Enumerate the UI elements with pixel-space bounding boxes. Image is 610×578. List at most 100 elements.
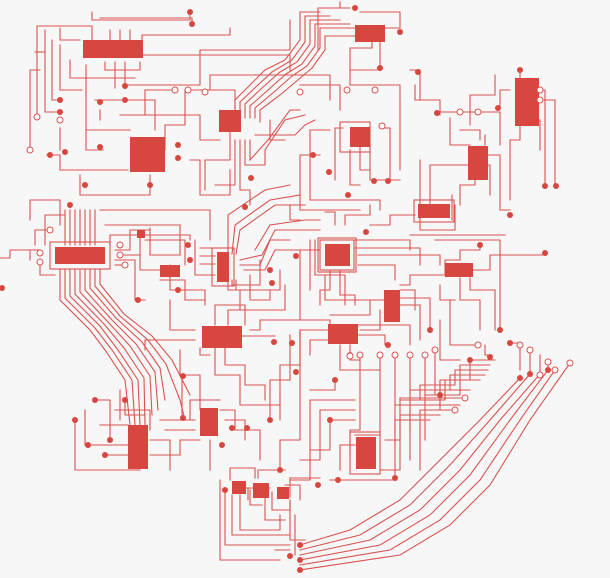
trace [139,237,161,271]
pad [97,99,103,105]
pad-open [544,358,552,366]
pad [189,21,195,27]
pad [132,457,138,463]
chip [328,324,358,344]
trace [469,277,496,331]
trace [239,239,291,266]
trace [419,204,456,231]
pad-open [536,86,544,94]
pad [335,477,341,483]
pad [332,377,338,383]
trace [219,479,281,561]
pad [222,487,228,493]
trace [64,269,136,426]
trace [46,154,129,171]
pad [495,105,501,111]
chip [418,204,450,218]
circuit-traces [0,1,571,571]
trace [269,119,286,141]
trace [357,324,411,346]
pad-open [343,86,351,94]
trace [309,339,331,356]
pad-open [431,346,439,354]
pad [242,204,248,210]
pad [507,340,513,346]
trace [459,277,481,331]
chip [130,137,165,172]
pad-open [566,359,574,367]
pad [102,452,108,458]
pad [187,9,193,15]
trace [239,139,251,206]
trace [144,339,196,351]
chip-frame [211,247,235,287]
pad [434,110,440,116]
trace [434,239,501,331]
chip-frame [319,239,355,271]
pad [293,253,299,259]
trace [227,284,286,326]
chip [232,481,246,494]
trace [357,254,441,266]
pad [467,357,473,363]
trace [169,299,196,331]
chip [355,25,385,42]
trace [179,349,201,411]
trace [449,299,481,346]
chip [253,483,269,498]
trace [69,59,136,79]
pad [545,367,551,373]
trace [359,309,381,331]
pad [187,257,193,263]
trace [359,11,401,29]
trace [227,184,291,255]
chip [202,326,242,348]
trace [204,124,231,191]
pad [267,417,273,423]
pad [427,327,433,333]
pad-open [536,371,544,379]
pad [277,467,283,473]
trace [349,149,361,186]
trace [359,144,371,171]
chip [128,425,148,469]
trace [444,244,481,276]
chip [83,40,143,58]
trace [379,414,441,471]
trace [254,27,356,119]
chip-frame [49,241,111,270]
pad [371,178,377,184]
pad [62,149,68,155]
pad [289,340,295,346]
trace [509,125,521,201]
pad [219,442,225,448]
trace [91,11,191,21]
trace [449,117,471,146]
trace [414,84,441,116]
chip [350,127,370,147]
pad [297,542,303,548]
trace [214,304,246,326]
pad-open [526,346,534,354]
pad [248,175,254,181]
trace [329,419,431,481]
chip [445,263,473,277]
chip [468,146,488,180]
trace [224,347,266,401]
trace [299,373,531,551]
trace [329,299,385,316]
trace [249,23,351,119]
trace [194,239,216,276]
trace [369,214,416,226]
trace [209,74,331,101]
trace [349,41,401,171]
chip [277,487,289,499]
pad [315,482,321,488]
pad-open [116,251,124,259]
trace [309,129,381,211]
pad [122,97,128,103]
trace [214,329,301,406]
pad-open [406,351,414,359]
pad [57,109,63,115]
